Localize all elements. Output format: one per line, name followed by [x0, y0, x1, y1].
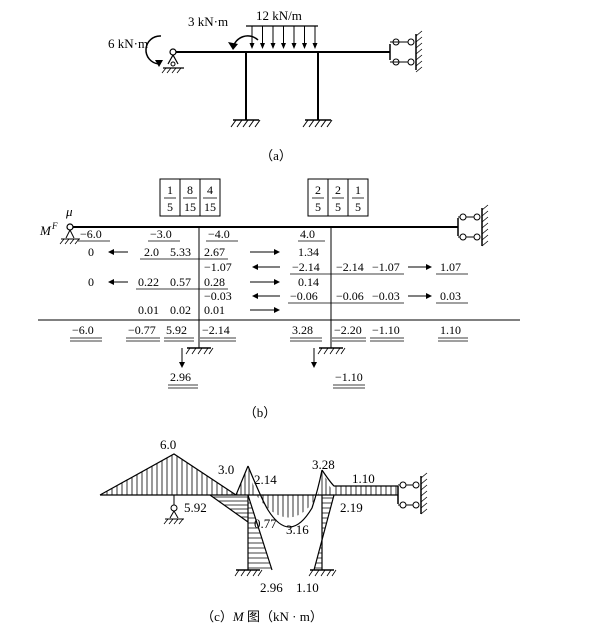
- caption-a: （a）: [260, 148, 292, 163]
- col-c-bottom: −1.10: [335, 370, 363, 384]
- final-bd: 5.92: [166, 323, 187, 337]
- col-b-bottom: 2.96: [170, 370, 191, 384]
- final-bc: −2.14: [202, 323, 230, 337]
- val-5-92: 5.92: [184, 500, 207, 515]
- r2-cb: −2.14: [292, 260, 320, 274]
- load-label: 12 kN/m: [256, 8, 302, 23]
- final-d: 1.10: [440, 323, 461, 337]
- r5-bd: 0.02: [170, 303, 191, 317]
- fem-ba: −3.0: [150, 227, 172, 241]
- r1-ba: 2.0: [144, 245, 159, 259]
- r3-ba: 0.22: [138, 275, 159, 289]
- r3-bc: 0.28: [204, 275, 225, 289]
- val-1-10b: 1.10: [296, 580, 319, 595]
- r3-a: 0: [88, 275, 94, 289]
- fixed-support-b: [230, 119, 261, 128]
- guided-support: [389, 30, 423, 73]
- r4-bc: −0.03: [204, 289, 232, 303]
- fem-cb: 4.0: [300, 227, 315, 241]
- moment-joint-label: 3 kN·m: [188, 14, 228, 29]
- df-c-ce-den: 5: [335, 200, 341, 214]
- fixed-base-c: [317, 347, 346, 355]
- final-a: −6.0: [72, 323, 94, 337]
- val-3-16: 3.16: [286, 522, 309, 537]
- fixed-base-c-b: [234, 569, 263, 577]
- r2-ce: −2.14: [336, 260, 364, 274]
- region-ab: [99, 453, 237, 496]
- final-ce: −2.20: [334, 323, 362, 337]
- final-underlines: [70, 337, 468, 342]
- df-b-ab-den: 5: [167, 200, 173, 214]
- mf-label: M: [39, 223, 52, 238]
- caption-c: （c）M 图（kN · m）: [201, 609, 323, 624]
- pin-support-c: [163, 495, 184, 525]
- structure-a: 6 kN·m 3 kN·m 12 kN/m （a）: [108, 8, 423, 163]
- pin-support: [161, 48, 184, 74]
- df-b-bc-num: 4: [207, 183, 213, 197]
- df-b-bc-den: 15: [204, 200, 216, 214]
- r4-cd: −0.03: [372, 289, 400, 303]
- mu-label: μ: [65, 204, 73, 219]
- moment-diagram-c: 6.0 3.0 2.14 3.28 1.10 5.92 0.77 3.16 2.…: [99, 437, 428, 624]
- r2-bc: −1.07: [204, 260, 232, 274]
- fem-a: −6.0: [80, 227, 102, 241]
- guided-support-b: [457, 204, 489, 247]
- r2-d: 1.07: [440, 260, 461, 274]
- val-6-0: 6.0: [160, 437, 176, 452]
- val-0-77: 0.77: [254, 516, 277, 531]
- region-cd: [321, 469, 398, 487]
- fixed-base-b: [185, 347, 214, 355]
- df-box-left: 1 5 8 15 4 15: [159, 178, 221, 217]
- r1-a: 0: [88, 245, 94, 259]
- moment-arrow-joint: [232, 35, 259, 49]
- r5-bc: 0.01: [204, 303, 225, 317]
- df-c-cb-num: 2: [315, 183, 321, 197]
- fixed-base-c-c: [308, 569, 337, 577]
- moment-arrow-left: [145, 35, 162, 65]
- guided-support-c: [397, 472, 428, 515]
- df-b-bd-num: 8: [187, 183, 193, 197]
- df-c-cb-den: 5: [315, 200, 321, 214]
- moment-distribution-b: 1 5 8 15 4 15 2 5 2 5 1 5: [38, 178, 520, 420]
- r1-bc: 2.67: [204, 245, 225, 259]
- carryover-arrows: [108, 249, 432, 368]
- moment-left-label: 6 kN·m: [108, 36, 148, 51]
- val-1-10: 1.10: [352, 471, 375, 486]
- val-2-96: 2.96: [260, 580, 283, 595]
- r4-d: 0.03: [440, 289, 461, 303]
- pin-support-b: [59, 223, 80, 245]
- val-2-19: 2.19: [340, 500, 363, 515]
- r1-cb: 1.34: [298, 245, 319, 259]
- region-bc: [247, 465, 323, 528]
- val-2-14: 2.14: [254, 472, 277, 487]
- df-c-cd-den: 5: [355, 200, 361, 214]
- val-3-0: 3.0: [218, 462, 234, 477]
- df-c-cd-num: 1: [355, 183, 361, 197]
- r2-cd: −1.07: [372, 260, 400, 274]
- df-b-bd-den: 15: [184, 200, 196, 214]
- r3-cb: 0.14: [298, 275, 319, 289]
- distributed-load: [246, 25, 318, 49]
- r4-ce: −0.06: [336, 289, 364, 303]
- df-box-right: 2 5 2 5 1 5: [307, 178, 369, 217]
- final-ba: −0.77: [128, 323, 156, 337]
- df-c-ce-num: 2: [335, 183, 341, 197]
- r1-bd: 5.33: [170, 245, 191, 259]
- r4-cb: −0.06: [290, 289, 318, 303]
- r5-ba: 0.01: [138, 303, 159, 317]
- r3-bd: 0.57: [170, 275, 191, 289]
- mf-sup: F: [51, 221, 58, 231]
- final-cb: 3.28: [292, 323, 313, 337]
- fixed-support-c: [302, 119, 333, 128]
- caption-b: （b）: [244, 405, 277, 420]
- df-b-ab-num: 1: [167, 183, 173, 197]
- val-3-28: 3.28: [312, 457, 335, 472]
- fem-bc: −4.0: [208, 227, 230, 241]
- final-cd: −1.10: [372, 323, 400, 337]
